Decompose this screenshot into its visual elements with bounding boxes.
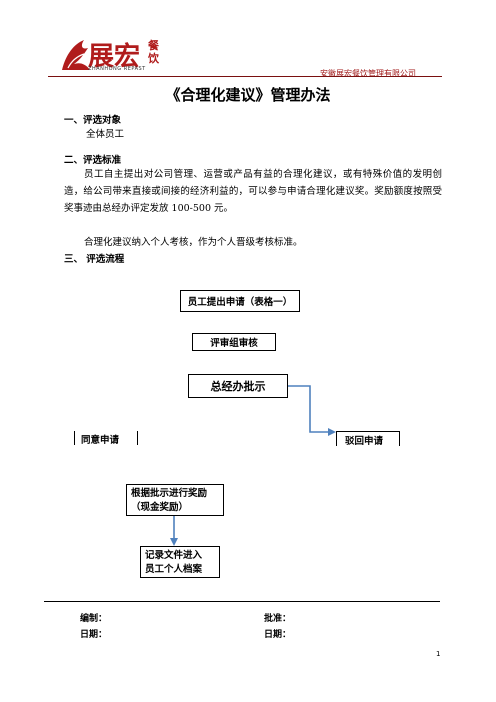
logo-phoenix-icon (62, 40, 90, 70)
document-title: 《合理化建议》管理办法 (165, 86, 331, 104)
flow-approve-label: 同意申请 (81, 435, 120, 446)
logo-subtitle: ZHANHONG REPAST (88, 66, 146, 72)
flow-step-reward-line-2: （现金奖励） (131, 502, 189, 513)
section-2-paragraph-2: 合理化建议纳入个人考核，作为个人晋级考核标准。 (84, 237, 303, 248)
logo-side-char-2: 饮 (148, 52, 159, 65)
flow-reject-label: 驳回申请 (345, 436, 384, 447)
header-divider (48, 76, 442, 77)
section-1-heading: 一、评选对象 (64, 115, 122, 126)
footer-compiled: 编制： (80, 614, 108, 624)
logo-side-char-1: 餐 (148, 39, 159, 52)
section-2-paragraph-1: 员工自主提出对公司管理、运营或产品有益的合理化建议，或有特殊价值的发明创造，给公… (64, 169, 442, 214)
flow-approve: 同意申请 (74, 431, 138, 446)
flow-step-record-line-1: 记录文件进入 (145, 550, 203, 561)
footer-date-2: 日期： (264, 630, 292, 640)
company-logo: 展宏 餐 饮 ZHANHONG REPAST (60, 34, 180, 74)
flow-reject: 驳回申请 (336, 431, 400, 447)
flow-step-record: 记录文件进入 员工个人档案 (140, 546, 220, 578)
footer-date-1: 日期： (80, 630, 108, 640)
page-number: 1 (436, 650, 441, 658)
section-2-heading: 二、评选标准 (64, 155, 122, 166)
flow-step-review: 评审组审核 (192, 333, 276, 351)
flow-step-record-line-2: 员工个人档案 (145, 564, 203, 575)
section-3-heading: 三、 评选流程 (64, 254, 125, 265)
flow-step-gm-approval: 总经办批示 (188, 374, 288, 398)
flow-step-apply: 员工提出申请（表格一） (180, 290, 300, 312)
logo-wordmark: 展宏 (88, 42, 141, 72)
company-name: 安徽展宏餐饮管理有限公司 (320, 69, 416, 78)
flow-step-reward-line-1: 根据批示进行奖励 (131, 488, 208, 499)
flow-step-reward: 根据批示进行奖励 （现金奖励） (126, 484, 224, 516)
footer-divider (44, 601, 440, 602)
section-1-text: 全体员工 (86, 129, 125, 140)
footer-approved: 批准： (264, 614, 292, 624)
